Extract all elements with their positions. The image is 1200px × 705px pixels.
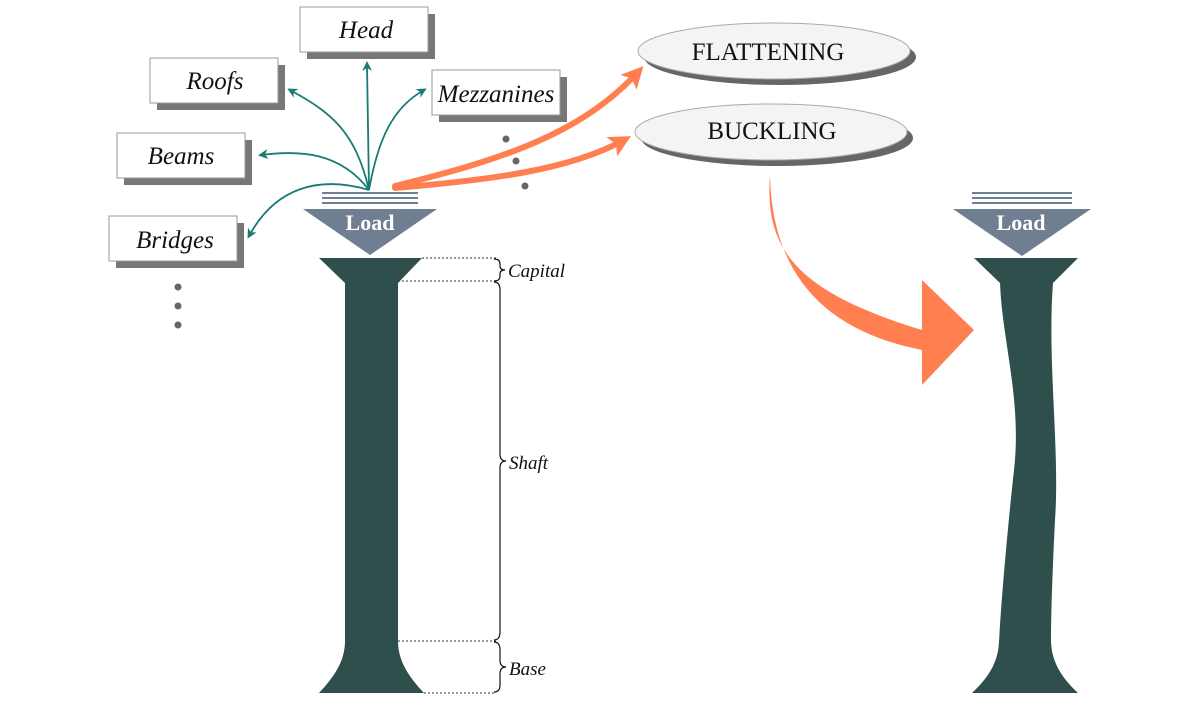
buckling-label: BUCKLING xyxy=(707,118,836,145)
load-label-left: Load xyxy=(346,210,395,235)
mezzanines-box: Mezzanines xyxy=(431,69,567,122)
arrow-to-mezzanines xyxy=(368,88,427,191)
bridges-label: Bridges xyxy=(136,227,214,254)
flattening-label: FLATTENING xyxy=(692,39,845,66)
base-label: Base xyxy=(509,659,546,680)
shaft-label: Shaft xyxy=(509,453,549,474)
bridges-box: Bridges xyxy=(108,215,244,268)
load-arrow-left: Load xyxy=(303,192,437,255)
ellipsis-dots-left xyxy=(174,283,182,329)
load-arrow-right: Load xyxy=(953,192,1091,256)
shaft-brace xyxy=(493,281,507,641)
part-braces xyxy=(493,258,507,693)
arrow-to-beams xyxy=(258,149,370,191)
roofs-label: Roofs xyxy=(186,68,244,95)
head-box: Head xyxy=(299,6,435,59)
column-buckled xyxy=(972,258,1078,693)
arrow-to-flattening xyxy=(392,66,644,189)
capital-label: Capital xyxy=(508,261,565,282)
roofs-box: Roofs xyxy=(149,57,285,110)
load-label-right: Load xyxy=(997,210,1046,235)
beams-label: Beams xyxy=(148,143,215,170)
orange-arrows xyxy=(392,66,644,191)
arrow-to-buckling xyxy=(392,136,631,191)
beams-box: Beams xyxy=(116,132,252,185)
arrow-to-roofs xyxy=(287,88,370,191)
capital-brace xyxy=(493,258,506,282)
teal-arrows xyxy=(247,61,427,239)
part-dividers xyxy=(398,257,496,694)
head-label: Head xyxy=(338,17,394,44)
column-straight xyxy=(319,258,424,693)
buckling-ellipse: BUCKLING xyxy=(634,103,913,166)
arrow-to-bridges xyxy=(247,183,370,239)
base-brace xyxy=(493,641,507,693)
flattening-ellipse: FLATTENING xyxy=(637,22,916,85)
mezzanines-label: Mezzanines xyxy=(437,81,555,108)
big-buckling-arrow xyxy=(769,175,974,385)
arrow-to-head xyxy=(362,61,373,191)
ellipsis-dots-right xyxy=(502,135,529,190)
